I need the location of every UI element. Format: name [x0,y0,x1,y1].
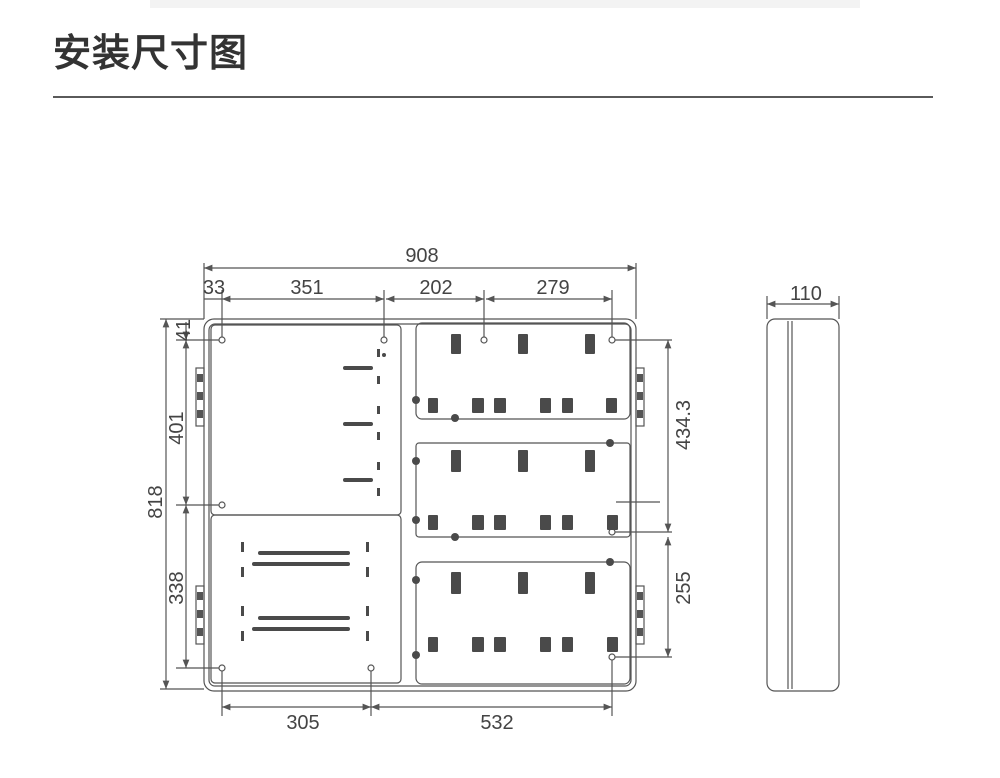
dim-upper-height: 401 [166,411,188,444]
dim-top-offset: 41 [173,319,195,341]
dim-lower-height: 338 [166,571,188,604]
dim-total-height: 818 [145,485,167,518]
side-view-outer [766,318,840,692]
bracket-left-top [195,367,205,427]
dim-overall-width: 908 [405,245,438,267]
title-divider [53,96,933,98]
bracket-right-top [635,367,645,427]
right-panel-bottom [415,561,631,685]
dim-depth: 110 [790,283,822,305]
bracket-left-bottom [195,585,205,645]
dim-left-margin: 33 [203,277,225,299]
dim-bottom-right: 532 [480,712,513,734]
dim-middle-span: 202 [419,277,452,299]
bracket-right-bottom [635,585,645,645]
dim-right-lower: 255 [673,571,695,604]
enclosure-inner [208,323,632,687]
left-lower-panel [210,514,402,684]
dim-right-upper: 434.3 [673,400,695,450]
top-bar [150,0,860,8]
dim-bottom-left: 305 [286,712,319,734]
left-upper-panel [210,324,402,516]
right-panel-middle [415,442,631,538]
right-panel-top [415,322,631,420]
dim-right-span: 279 [536,277,569,299]
page-title: 安装尺寸图 [53,31,249,75]
dim-left-span: 351 [290,277,323,299]
enclosure-outer [203,318,637,692]
